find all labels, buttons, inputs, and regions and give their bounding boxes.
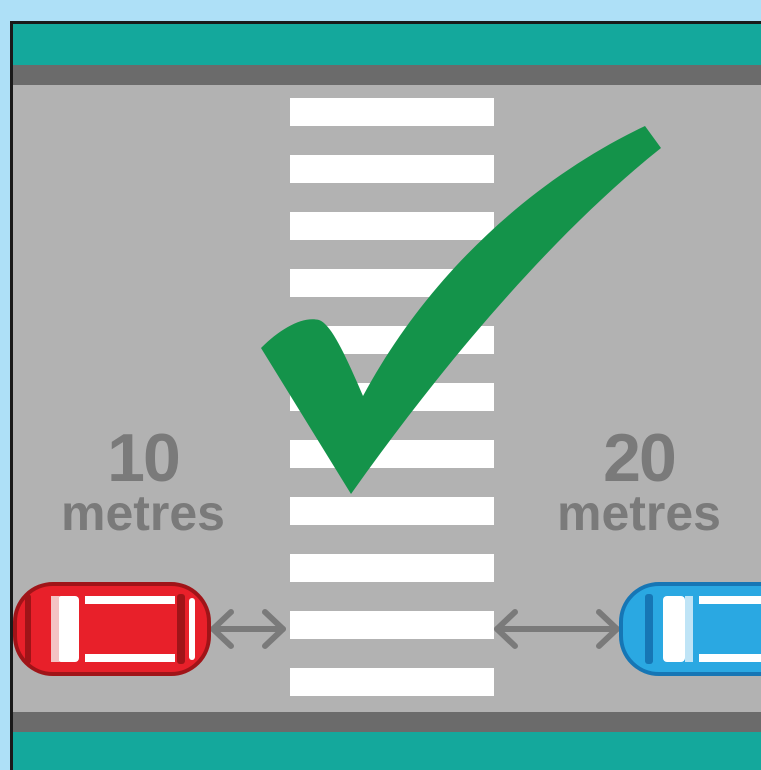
red-car-icon	[15, 584, 209, 674]
check-icon	[261, 126, 661, 494]
blue-car-icon	[621, 584, 761, 674]
bottom-verge	[13, 732, 761, 770]
road-scene: 10 metres 20 metres	[10, 21, 761, 770]
double-arrow-icon	[213, 612, 283, 646]
bottom-curb	[13, 712, 761, 732]
double-arrow-icon	[497, 612, 617, 646]
